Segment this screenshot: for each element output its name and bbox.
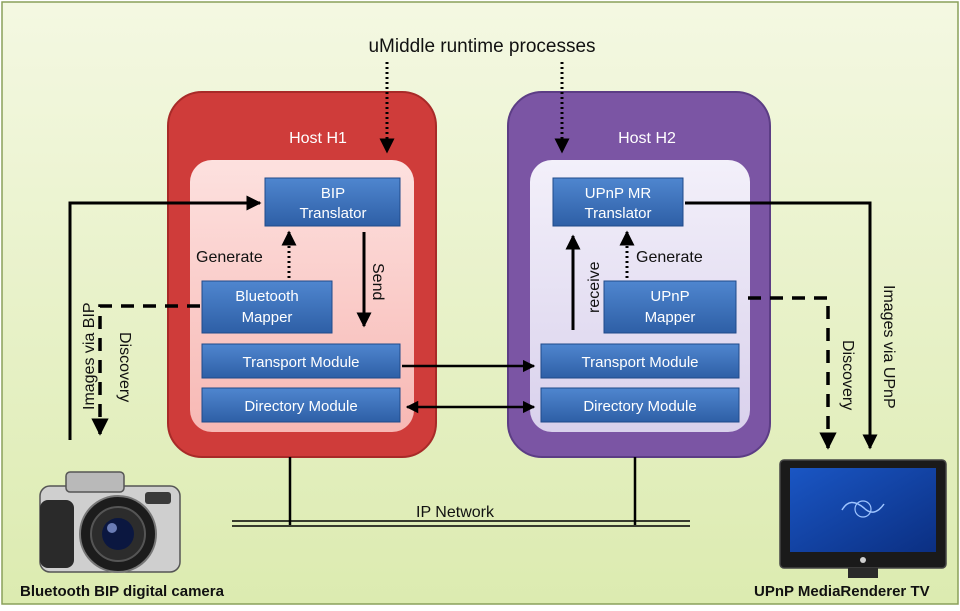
host2-transport-label: Transport Module xyxy=(582,354,699,371)
camera-caption: Bluetooth BIP digital camera xyxy=(20,583,225,600)
host2-directory-module xyxy=(540,387,740,423)
host2-receive-label: receive xyxy=(586,261,603,313)
bluetooth-mapper-label-line1: Bluetooth xyxy=(235,288,298,305)
host2-generate-label: Generate xyxy=(636,249,703,266)
host1-transport-module xyxy=(201,343,401,379)
host1-directory-module xyxy=(201,387,401,423)
left-discovery-label: Discovery xyxy=(116,332,133,402)
upnp-mr-translator-box xyxy=(552,177,684,227)
camera-icon xyxy=(39,471,181,573)
images-via-upnp-arrow xyxy=(685,201,878,450)
host2-transport-module xyxy=(540,343,740,379)
bluetooth-mapper-label-line2: Mapper xyxy=(242,309,293,326)
images-via-upnp-label: Images via UPnP xyxy=(880,285,897,409)
host1-label: Host H1 xyxy=(289,130,347,147)
upnp-mr-translator-label-line2: Translator xyxy=(585,205,652,222)
upnp-mapper-label-line1: UPnP xyxy=(650,288,689,305)
ip-network-label: IP Network xyxy=(416,504,495,521)
right-discovery-label: Discovery xyxy=(839,340,856,410)
host1-generate-label: Generate xyxy=(196,249,263,266)
upnp-mr-translator-label-line1: UPnP MR xyxy=(585,185,652,202)
right-discovery-arrow xyxy=(748,296,837,450)
upnp-mapper-box xyxy=(603,280,737,334)
upnp-mapper-label-line2: Mapper xyxy=(645,309,696,326)
host1-directory-label: Directory Module xyxy=(244,398,357,415)
images-via-bip-label: Images via BIP xyxy=(81,302,98,410)
host1-transport-label: Transport Module xyxy=(243,354,360,371)
images-via-bip-arrow xyxy=(68,195,262,440)
bip-translator-label-line2: Translator xyxy=(300,205,367,222)
bluetooth-mapper-box xyxy=(201,280,333,334)
left-discovery-arrow xyxy=(91,304,200,436)
bip-translator-label-line1: BIP xyxy=(321,185,345,202)
tv-icon xyxy=(779,459,947,578)
host2-label: Host H2 xyxy=(618,130,676,147)
diagram-title: uMiddle runtime processes xyxy=(368,36,595,57)
tv-caption: UPnP MediaRenderer TV xyxy=(754,583,930,600)
bip-translator-box xyxy=(264,177,401,227)
host1-send-label: Send xyxy=(369,263,386,300)
host2-directory-label: Directory Module xyxy=(583,398,696,415)
